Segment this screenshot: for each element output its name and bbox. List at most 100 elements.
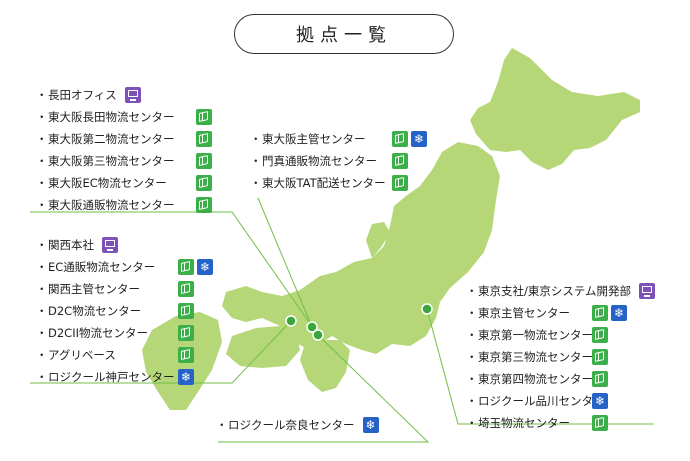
page-title: 拠点一覧 xyxy=(234,14,454,54)
location-name: 東京第一物流センター xyxy=(478,328,593,342)
bullet: ・ xyxy=(466,372,478,386)
warehouse-icon xyxy=(178,259,194,275)
bullet: ・ xyxy=(36,260,48,274)
location-name: 東大阪通販物流センター xyxy=(48,198,175,212)
warehouse-icon xyxy=(178,325,194,341)
warehouse-icon xyxy=(592,349,608,365)
location-item[interactable]: ・東京第三物流センター xyxy=(466,346,655,368)
warehouse-icon xyxy=(592,327,608,343)
location-name: 東大阪主管センター xyxy=(262,132,366,146)
kii-peninsula xyxy=(300,340,350,392)
location-name: 東大阪長田物流センター xyxy=(48,110,175,124)
snowflake-icon: ❄ xyxy=(178,369,194,385)
location-name: 門真通販物流センター xyxy=(262,154,377,168)
location-item[interactable]: ・東大阪通販物流センター xyxy=(36,194,212,216)
honshu xyxy=(222,142,500,354)
warehouse-icon xyxy=(392,153,408,169)
location-icons: ❄ xyxy=(392,131,427,147)
location-item[interactable]: ・ロジクール神戸センター❄ xyxy=(36,366,194,388)
warehouse-icon xyxy=(592,415,608,431)
page-title-text: 拠点一覧 xyxy=(296,25,392,46)
warehouse-icon xyxy=(592,371,608,387)
bullet: ・ xyxy=(36,198,48,212)
snowflake-icon: ❄ xyxy=(362,417,379,433)
location-item[interactable]: ・東大阪長田物流センター xyxy=(36,106,212,128)
bullet: ・ xyxy=(36,370,48,384)
location-name: ロジクール品川センター xyxy=(478,394,605,408)
location-name: 長田オフィス xyxy=(48,88,117,102)
location-name: 東大阪第二物流センター xyxy=(48,132,175,146)
location-item[interactable]: ・東京支社/東京システム開発部 xyxy=(466,280,656,302)
location-name: 関西主管センター xyxy=(48,282,140,296)
location-item[interactable]: ・D2CII物流センター xyxy=(36,322,194,344)
location-name: D2CII物流センター xyxy=(48,326,148,340)
location-name: 東大阪第三物流センター xyxy=(48,154,175,168)
location-name: 埼玉物流センター xyxy=(478,416,570,430)
kobe-marker[interactable] xyxy=(285,315,297,327)
bullet: ・ xyxy=(36,238,48,252)
location-icons xyxy=(102,237,118,253)
location-icons xyxy=(196,131,212,147)
bullet: ・ xyxy=(466,284,478,298)
location-item[interactable]: ・門真通販物流センター xyxy=(250,150,408,172)
location-name: 東京第三物流センター xyxy=(478,350,593,364)
bullet: ・ xyxy=(36,154,48,168)
location-group-nagata: ・長田オフィス・東大阪長田物流センター・東大阪第二物流センター・東大阪第三物流セ… xyxy=(36,84,212,216)
location-item[interactable]: ・アグリベース xyxy=(36,344,194,366)
warehouse-icon xyxy=(196,153,212,169)
location-icons xyxy=(178,303,194,319)
location-item[interactable]: ・東京主管センター❄ xyxy=(466,302,655,324)
tokyo-marker[interactable] xyxy=(421,303,433,315)
location-icons: ❄ xyxy=(592,393,608,409)
location-item[interactable]: ・関西主管センター xyxy=(36,278,194,300)
warehouse-icon xyxy=(392,131,408,147)
location-item[interactable]: ・東京第四物流センター xyxy=(466,368,655,390)
location-icons xyxy=(196,197,212,213)
location-icons: ❄ xyxy=(178,259,213,275)
location-icons xyxy=(178,325,194,341)
location-name: ロジクール奈良センター xyxy=(228,418,355,432)
bullet: ・ xyxy=(36,132,48,146)
location-name: 関西本社 xyxy=(48,238,94,252)
location-name: D2C物流センター xyxy=(48,304,142,318)
location-name: アグリベース xyxy=(48,348,116,362)
location-icons xyxy=(196,175,212,191)
location-item[interactable]: ・埼玉物流センター xyxy=(466,412,655,434)
bullet: ・ xyxy=(36,88,48,102)
location-name: ロジクール神戸センター xyxy=(48,370,175,384)
bullet: ・ xyxy=(466,394,478,408)
hokkaido xyxy=(470,48,640,170)
office-icon xyxy=(639,283,656,299)
location-item[interactable]: ・東大阪第三物流センター xyxy=(36,150,212,172)
location-item[interactable]: ・ロジクール品川センター❄ xyxy=(466,390,655,412)
location-group-nara: ・ロジクール奈良センター ❄ xyxy=(216,414,379,436)
higashiosaka-marker[interactable] xyxy=(312,329,324,341)
location-item[interactable]: ・D2C物流センター xyxy=(36,300,194,322)
noto-peninsula xyxy=(366,222,390,258)
location-item[interactable]: ・長田オフィス xyxy=(36,84,175,106)
location-icons xyxy=(392,153,408,169)
osaka-marker[interactable] xyxy=(306,321,318,333)
location-item[interactable]: ・EC通販物流センター❄ xyxy=(36,256,213,278)
bullet: ・ xyxy=(250,176,262,190)
snowflake-icon: ❄ xyxy=(611,305,627,321)
location-item[interactable]: ・東大阪EC物流センター xyxy=(36,172,212,194)
warehouse-icon xyxy=(196,175,212,191)
location-item[interactable]: ・東大阪主管センター❄ xyxy=(250,128,427,150)
bullet: ・ xyxy=(36,176,48,190)
bullet: ・ xyxy=(466,328,478,342)
bullet: ・ xyxy=(466,416,478,430)
location-item[interactable]: ・東京第一物流センター xyxy=(466,324,655,346)
location-item[interactable]: ・ロジクール奈良センター ❄ xyxy=(216,414,379,436)
location-icons xyxy=(592,349,608,365)
location-item[interactable]: ・関西本社 xyxy=(36,234,175,256)
bullet: ・ xyxy=(466,306,478,320)
bullet: ・ xyxy=(216,418,228,432)
location-icons: ❄ xyxy=(362,417,379,433)
location-item[interactable]: ・東大阪TAT配送センター xyxy=(250,172,408,194)
location-icons: ❄ xyxy=(178,369,194,385)
location-item[interactable]: ・東大阪第二物流センター xyxy=(36,128,212,150)
location-icons xyxy=(592,371,608,387)
location-icons xyxy=(592,327,608,343)
